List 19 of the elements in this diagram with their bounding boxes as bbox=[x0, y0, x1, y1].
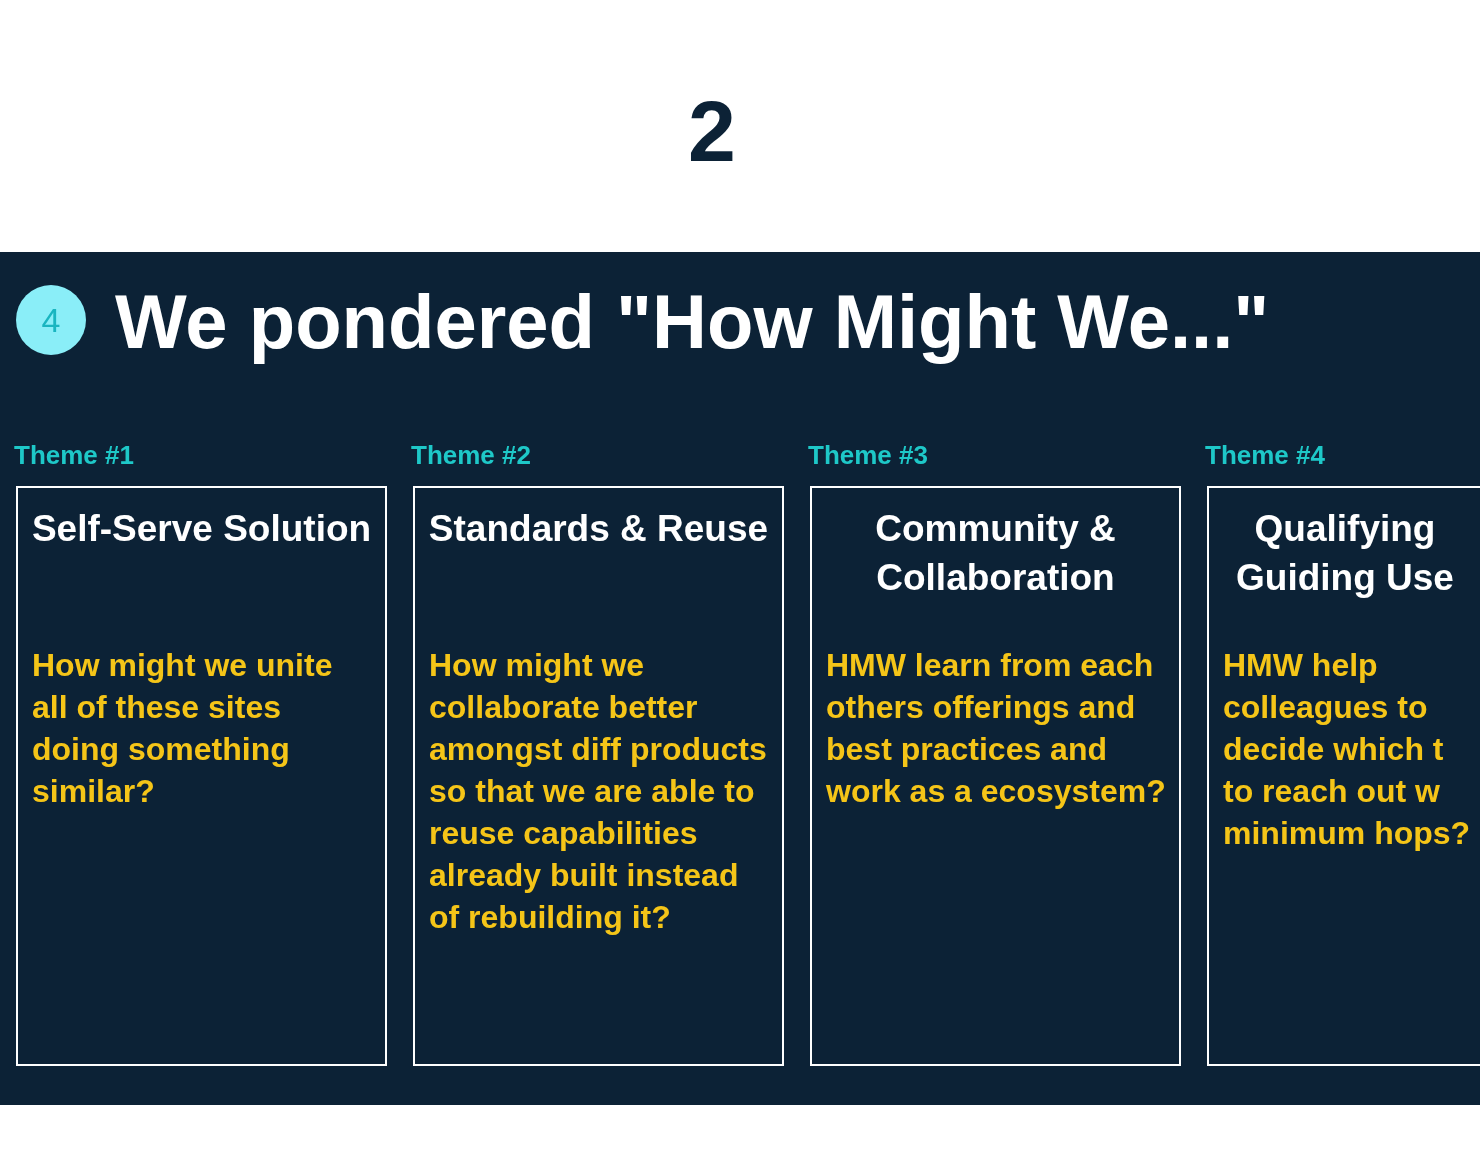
card-heading: Self-Serve Solution bbox=[30, 507, 373, 551]
theme-card bbox=[1207, 486, 1480, 1066]
theme-label: Theme #3 bbox=[808, 442, 928, 468]
question-text: How might we collaborate better amongst diff products so that we are able to reuse capabilities already built instead of rebuilding it? bbox=[429, 646, 768, 937]
page-number: 2 bbox=[687, 88, 737, 174]
step-number-circle: 4 bbox=[16, 285, 86, 355]
slide-title: We pondered "How Might We..." bbox=[115, 280, 1270, 364]
theme-card bbox=[413, 486, 784, 1066]
card-heading: Qualifying Guiding Use bbox=[1235, 507, 1455, 600]
theme-card bbox=[16, 486, 387, 1066]
theme-label: Theme #1 bbox=[14, 442, 134, 468]
question-text: HMW help colleagues to decide which t to reach out w minimum hops? bbox=[1223, 646, 1472, 853]
card-heading: Community & Collaboration bbox=[874, 507, 1117, 600]
card-heading: Standards & Reuse bbox=[427, 507, 770, 551]
question-text: How might we unite all of these sites doing something similar? bbox=[32, 646, 334, 811]
theme-label: Theme #4 bbox=[1205, 442, 1325, 468]
theme-card bbox=[810, 486, 1181, 1066]
theme-label: Theme #2 bbox=[411, 442, 531, 468]
question-text: HMW learn from each others offerings and best practices and work as a ecosystem? bbox=[826, 646, 1167, 811]
